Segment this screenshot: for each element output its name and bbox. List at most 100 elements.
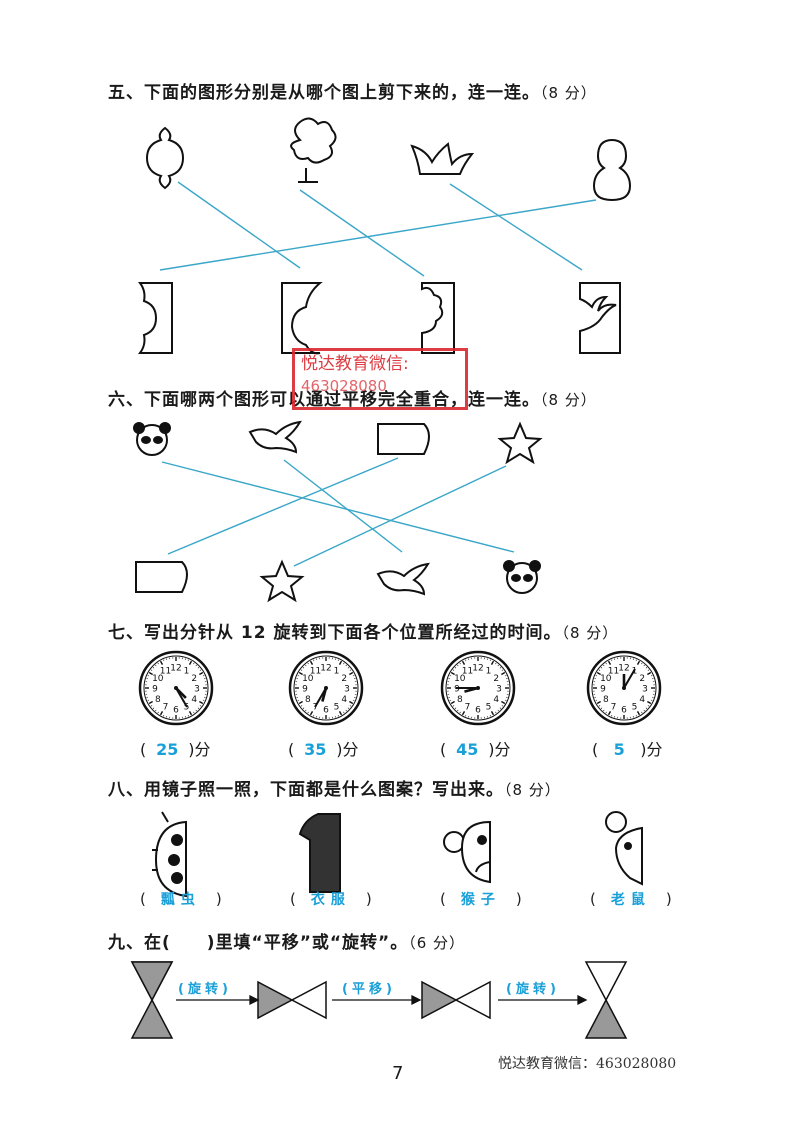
answer-value: 45 xyxy=(456,740,479,759)
question-7-points: （8 分） xyxy=(561,624,619,642)
cut-card-1 xyxy=(138,282,173,354)
page-number: 7 xyxy=(392,1063,404,1084)
shirt-half-icon xyxy=(298,813,341,893)
clock-number: 9 xyxy=(152,685,158,695)
hourglass-1 xyxy=(130,961,174,1039)
clock-number: 2 xyxy=(341,674,347,684)
unit-label: 分 xyxy=(194,740,211,759)
picture-answer-3: ( 猴子 ) xyxy=(440,890,522,908)
clock-number: 3 xyxy=(642,685,648,695)
clock-number: 4 xyxy=(639,695,645,705)
answer-lines-5 xyxy=(159,181,597,277)
question-5-text: 五、下面的图形分别是从哪个图上剪下来的，连一连。 xyxy=(108,83,540,103)
bowtie-1 xyxy=(257,980,327,1020)
clock-answer-4: (5)分 xyxy=(592,740,663,759)
watermark-stamp: 悦达教育微信: 463028080 xyxy=(292,348,468,410)
question-8-title: 八、用镜子照一照，下面都是什么图案？写出来。（8 分） xyxy=(108,775,561,800)
question-6-text: 六、下面哪两个图形可以通过平移完全重合，连一连。 xyxy=(108,390,540,410)
clock-number: 12 xyxy=(320,664,331,674)
answer-line xyxy=(161,461,515,553)
clock-number: 1 xyxy=(184,666,190,676)
clock-number: 12 xyxy=(472,664,483,674)
answer-value: 35 xyxy=(304,740,327,759)
clock-answer-1: (25)分 xyxy=(140,740,211,759)
clock-number: 9 xyxy=(302,685,308,695)
picture-answer-2: ( 衣服 ) xyxy=(290,890,372,908)
flower-shape-icon xyxy=(290,117,337,183)
ladybug-half-icon xyxy=(152,811,187,898)
hour-hand xyxy=(175,687,187,699)
answer-value: 5 xyxy=(613,740,625,759)
clock-number: 8 xyxy=(305,695,311,705)
mouse-half-icon xyxy=(605,811,643,886)
clock-number: 8 xyxy=(457,695,463,705)
clock-number: 4 xyxy=(191,695,197,705)
answer-value: 25 xyxy=(156,740,179,759)
clock-number: 9 xyxy=(600,685,606,695)
clock-number: 5 xyxy=(334,703,340,713)
clock-number: 3 xyxy=(344,685,350,695)
question-6-title: 六、下面哪两个图形可以通过平移完全重合，连一连。（8 分） xyxy=(108,385,597,410)
cut-card-2 xyxy=(281,282,323,355)
clock-number: 7 xyxy=(611,703,617,713)
clock-number: 1 xyxy=(334,666,340,676)
answer-value: 瓢虫 xyxy=(160,892,201,908)
rounded-tab-icon-2 xyxy=(135,561,188,593)
unit-label: 分 xyxy=(342,740,359,759)
answer-value: 衣服 xyxy=(310,892,351,908)
clock-number: 3 xyxy=(194,685,200,695)
clock-answer-2: (35)分 xyxy=(288,740,359,759)
answer-line xyxy=(159,199,597,271)
question-6-points: （8 分） xyxy=(540,391,597,409)
question-8-text: 八、用镜子照一照，下面都是什么图案？写出来。 xyxy=(108,780,504,800)
clock-number: 8 xyxy=(155,695,161,705)
cut-card-3 xyxy=(421,282,455,354)
answer-line xyxy=(283,459,403,553)
question-9-points: （6 分） xyxy=(408,934,466,952)
answer-line xyxy=(293,465,507,567)
clock-number: 5 xyxy=(184,703,190,713)
clock-number: 11 xyxy=(160,666,171,676)
answer-value: 平移 xyxy=(351,982,386,997)
unit-label: 分 xyxy=(494,740,511,759)
picture-answer-4: ( 老鼠 ) xyxy=(590,890,672,908)
minute-hand xyxy=(623,668,636,689)
lantern-shape-icon xyxy=(145,126,185,190)
grass-shape-icon xyxy=(410,142,475,175)
stamp-line-2: 463028080 xyxy=(301,377,387,395)
question-9-text: 九、在( )里填“平移”或“旋转”。 xyxy=(108,933,409,953)
monkey-half-icon xyxy=(443,820,491,884)
clock-number: 10 xyxy=(302,674,314,684)
answer-value: 旋转 xyxy=(515,982,550,997)
clock-number: 5 xyxy=(632,703,638,713)
panda-icon xyxy=(133,422,171,456)
clock-number: 10 xyxy=(152,674,164,684)
clock-number: 4 xyxy=(493,695,499,705)
unit-label: 分 xyxy=(646,740,663,759)
clock-number: 11 xyxy=(462,666,473,676)
bowtie-figures xyxy=(130,961,628,1039)
clock-number: 7 xyxy=(313,703,319,713)
question-5-points: （8 分） xyxy=(540,84,597,102)
clock-number: 7 xyxy=(163,703,169,713)
transform-label-1: (旋转) xyxy=(178,982,232,997)
gourd-shape-icon xyxy=(592,138,632,202)
cut-card-4 xyxy=(579,282,621,354)
clock-number: 10 xyxy=(600,674,612,684)
clock-number: 12 xyxy=(170,664,181,674)
answer-line xyxy=(167,457,399,555)
clock-number: 6 xyxy=(323,706,329,716)
arrows xyxy=(176,994,588,1006)
clock-number: 3 xyxy=(496,685,502,695)
bird-icon xyxy=(248,420,302,454)
clock-number: 4 xyxy=(341,695,347,705)
hour-hand xyxy=(464,686,479,693)
star-icon xyxy=(497,421,543,465)
clock-number: 1 xyxy=(486,666,492,676)
clock-number: 2 xyxy=(493,674,499,684)
clock-number: 6 xyxy=(475,706,481,716)
panda-icon-2 xyxy=(503,560,541,594)
